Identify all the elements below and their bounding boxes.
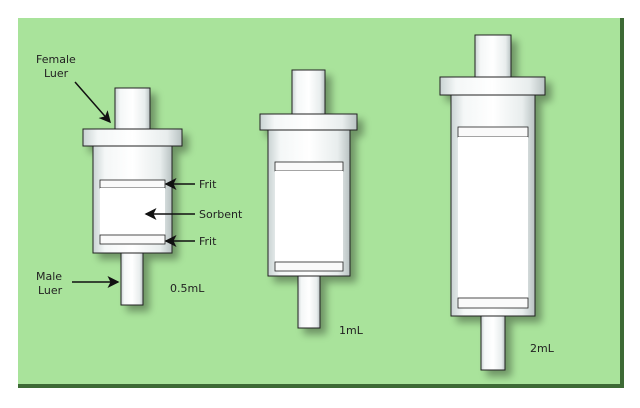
male-luer-tip (297, 274, 321, 329)
female-luer (114, 87, 151, 130)
volume-label-2ml: 2mL (530, 342, 555, 355)
flange (259, 113, 358, 131)
frit-bottom (99, 234, 166, 245)
frit-bottom (457, 297, 529, 309)
frit-top (457, 126, 529, 138)
frit-bottom (274, 261, 344, 272)
female-luer (291, 69, 326, 115)
label-male-luer-line2: Luer (38, 284, 63, 297)
arrow-female-luer (74, 81, 111, 124)
female-luer (474, 34, 512, 78)
label-sorbent: Sorbent (199, 208, 243, 221)
volume-label-0-5ml: 0.5mL (170, 282, 205, 295)
male-luer-tip (480, 314, 506, 371)
frit-top (274, 161, 344, 172)
label-male-luer-line1: Male (36, 270, 62, 283)
frit-top (99, 179, 166, 189)
label-frit-bottom: Frit (199, 235, 217, 248)
sorbent-bed (100, 188, 165, 235)
volume-label-1ml: 1mL (339, 324, 364, 337)
label-female-luer-line1: Female (36, 53, 76, 66)
sorbent-bed (458, 137, 528, 298)
sorbent-bed (275, 171, 343, 262)
cartridge-2ml (439, 34, 546, 371)
cartridge-1ml (259, 69, 358, 329)
flange (82, 128, 183, 147)
label-female-luer-line2: Luer (44, 67, 69, 80)
label-frit-top: Frit (199, 178, 217, 191)
male-luer-tip (120, 251, 144, 306)
flange (439, 76, 546, 96)
